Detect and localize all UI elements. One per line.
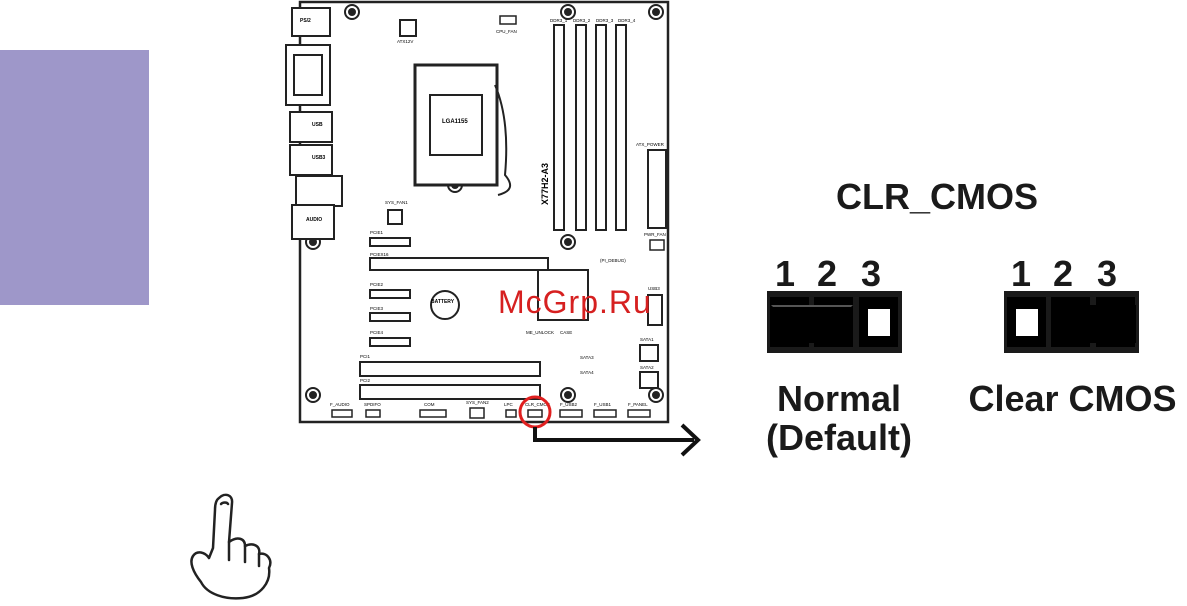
f-audio-label: F_AUDIO bbox=[330, 402, 350, 407]
ddr3-4-label: DDR3_4 bbox=[618, 18, 636, 23]
ddr3-3-label: DDR3_3 bbox=[596, 18, 614, 23]
normal-caption: Normal (Default) bbox=[750, 378, 928, 458]
pcie1-label: PCIE1 bbox=[370, 230, 384, 235]
pwr-fan-label: PWR_FAN bbox=[644, 232, 666, 237]
clear-cmos-caption-line1: Clear CMOS bbox=[968, 378, 1177, 419]
pciex16-label: PCIEX16 bbox=[370, 252, 389, 257]
case-label: CASE bbox=[560, 330, 572, 335]
clear-cmos-caption: Clear CMOS bbox=[958, 378, 1187, 419]
pointer-arrow-line bbox=[533, 427, 694, 442]
section-tab bbox=[0, 50, 149, 305]
battery-label: BATTERY bbox=[431, 299, 455, 305]
com-label: COM bbox=[424, 402, 435, 407]
atx-power-label: ATX_POWER bbox=[636, 142, 665, 147]
jumper-title: CLR_CMOS bbox=[836, 176, 1039, 217]
pin-numbers-normal: 1 2 3 bbox=[768, 253, 903, 294]
pcie3-label: PCIE3 bbox=[370, 306, 384, 311]
pcie4-label: PCIE4 bbox=[370, 330, 384, 335]
f-panel-label: F_PANEL bbox=[628, 402, 648, 407]
f-usb1-label: F_USB1 bbox=[594, 402, 612, 407]
me-unlock-label: ME_UNLOCK bbox=[526, 330, 554, 335]
pin-number: 1 bbox=[774, 253, 796, 294]
pin-1-open bbox=[1007, 297, 1046, 347]
sata1-label: SATA1 bbox=[640, 337, 654, 342]
pin-number: 3 bbox=[860, 253, 882, 294]
jumper-normal bbox=[767, 291, 902, 353]
pin-3-open bbox=[859, 297, 898, 347]
lpc-label: LPC bbox=[504, 402, 514, 407]
pin-number: 2 bbox=[1052, 253, 1074, 294]
board-model-label: X77H2-A3 bbox=[540, 163, 550, 205]
f-usb2-label: F_USB2 bbox=[560, 402, 578, 407]
audio-label: AUDIO bbox=[306, 217, 322, 223]
jumper-clear-cmos bbox=[1004, 291, 1139, 353]
jumper-cap bbox=[1054, 305, 1136, 343]
socket-label: LGA1155 bbox=[442, 119, 468, 125]
sata3-label: SATA3 bbox=[580, 355, 594, 360]
sys-fan2-label: SYS_FAN2 bbox=[466, 400, 489, 405]
spdif-label: SPDIFO bbox=[364, 402, 381, 407]
watermark: McGrp.Ru bbox=[498, 284, 652, 320]
usb3-header-label: USB3 bbox=[648, 286, 660, 291]
pin-number: 3 bbox=[1096, 253, 1118, 294]
normal-caption-line2: (Default) bbox=[766, 416, 912, 458]
pcie2-label: PCIE2 bbox=[370, 282, 384, 287]
ddr3-2-label: DDR3_2 bbox=[573, 18, 591, 23]
jumper-cap bbox=[771, 305, 853, 343]
motherboard-layout-diagram: PS/2 USB USB3 AUDIO ATX12V CPU_FAN LGA11… bbox=[285, 0, 701, 457]
cpu-fan-label: CPU_FAN bbox=[496, 29, 517, 34]
sata4-label: SATA4 bbox=[580, 370, 594, 375]
usb3-label: USB3 bbox=[312, 155, 326, 161]
ps2-label: PS/2 bbox=[300, 18, 311, 24]
sys-fan1-label: SYS_FAN1 bbox=[385, 200, 408, 205]
normal-caption-line1: Normal bbox=[776, 378, 902, 419]
pin-number: 1 bbox=[1010, 253, 1032, 294]
usb-label: USB bbox=[312, 122, 323, 128]
pin-numbers-clear: 1 2 3 bbox=[1004, 253, 1139, 294]
pin-number: 2 bbox=[816, 253, 838, 294]
pointer-arrow-head bbox=[680, 423, 701, 457]
atx12v-label: ATX12V bbox=[397, 39, 413, 44]
pci1-label: PCI1 bbox=[360, 354, 371, 359]
pointing-hand-icon bbox=[190, 493, 272, 600]
sata2-label: SATA2 bbox=[640, 365, 654, 370]
ddr3-1-label: DDR3_1 bbox=[550, 18, 568, 23]
clr-cmos-board-label: CLR_CMOS bbox=[525, 402, 550, 407]
pi-debug-label: (PI_DEBUG) bbox=[600, 258, 626, 263]
pci2-label: PCI2 bbox=[360, 378, 371, 383]
